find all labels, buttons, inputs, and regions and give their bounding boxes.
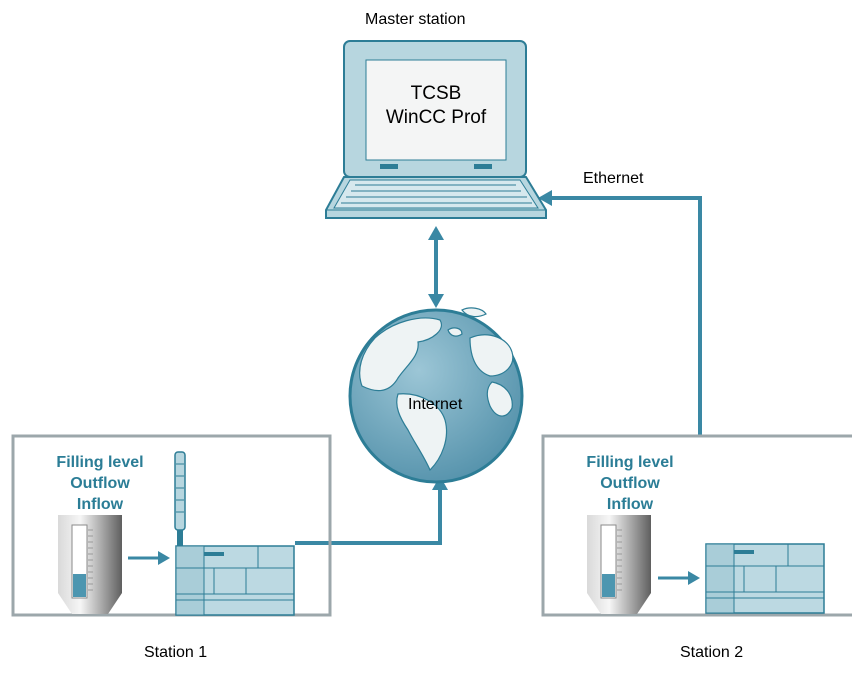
laptop-arrowhead-down [428, 294, 444, 308]
station2-frame [541, 434, 852, 617]
station2-signal-outflow: Outflow [600, 475, 660, 492]
keyboard-lines [341, 184, 532, 204]
station1-label: Station 1 [144, 644, 208, 661]
laptop-arrowhead-up [428, 226, 444, 240]
station1-frame [11, 434, 332, 617]
connection-lines [295, 196, 702, 545]
station2-signal-inflow: Inflow [606, 496, 654, 513]
station2-label: Station 2 [680, 644, 744, 661]
station1-tank-icon [58, 515, 122, 614]
station1-internet-link [295, 488, 442, 545]
station1-antenna-icon [174, 451, 186, 546]
station2-flow-arrow [688, 571, 700, 585]
internet-globe-icon [348, 307, 524, 484]
internet-label: Internet [408, 396, 463, 413]
station2-signal-filling-level: Filling level [586, 454, 674, 471]
screen-line-2: WinCC Prof [385, 107, 487, 128]
station1-signal-inflow: Inflow [76, 496, 124, 513]
station2-signal-list: Filling level Outflow Inflow [565, 452, 695, 515]
station1-flow-arrow [158, 551, 170, 565]
station1-signal-list: Filling level Outflow Inflow [35, 452, 165, 515]
station1-signal-filling-level: Filling level [56, 454, 144, 471]
screen-line-1: TCSB [410, 83, 462, 104]
master-station-label: Master station [365, 11, 466, 28]
laptop-icon [325, 40, 547, 219]
station2-tank-icon [587, 515, 651, 614]
ethernet-label: Ethernet [583, 170, 644, 187]
ethernet-arrowhead [538, 190, 552, 206]
station1-signal-outflow: Outflow [70, 475, 130, 492]
laptop-screen-text: TCSB WinCC Prof [366, 82, 506, 130]
station2-plc-icon [705, 543, 825, 614]
station1-plc-icon [175, 545, 295, 616]
ethernet-link [548, 196, 702, 436]
